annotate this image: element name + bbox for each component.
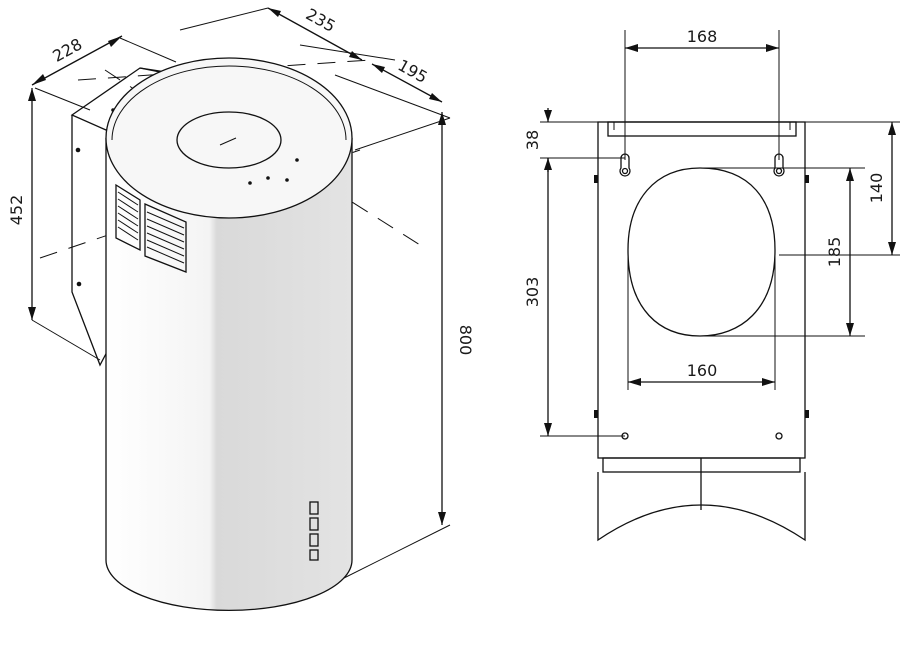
dim-800-label: 800 — [456, 325, 475, 356]
side-vents — [115, 183, 187, 273]
iso-dimension-lines — [28, 7, 446, 525]
front-dimension-lines — [544, 44, 896, 436]
exhaust-opening — [627, 167, 776, 337]
iso-extension-lines — [31, 7, 451, 581]
dim-140-label: 140 — [867, 173, 886, 204]
front-extension-lines — [540, 30, 900, 437]
control-buttons — [309, 501, 319, 561]
dim-235-label: 235 — [303, 4, 339, 35]
keyhole-slots — [619, 153, 785, 440]
iso-view: 228 235 195 452 800 — [7, 4, 475, 612]
front-view: 168 38 303 140 185 160 — [523, 27, 900, 542]
dim-303-label: 303 — [523, 277, 542, 308]
dim-160-label: 160 — [687, 361, 718, 380]
lower-skirt — [597, 457, 806, 542]
dim-228-label: 228 — [49, 34, 85, 65]
dim-195-label: 195 — [395, 55, 431, 86]
dim-38-label: 38 — [523, 130, 542, 150]
dim-452-label: 452 — [7, 195, 26, 226]
hood-cylinder — [105, 57, 353, 612]
dim-168-label: 168 — [687, 27, 718, 46]
dim-185-label: 185 — [825, 237, 844, 268]
